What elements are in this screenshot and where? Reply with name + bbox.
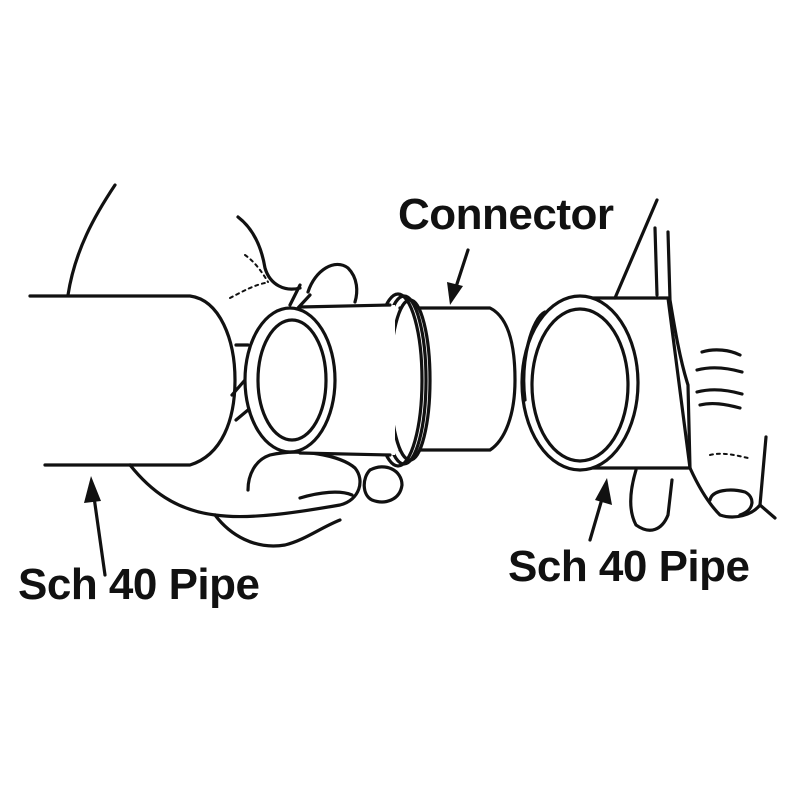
left-pipe-label: Sch 40 Pipe [18,560,260,609]
left-pipe [28,294,237,467]
right-pipe [520,294,692,472]
connector-label: Connector [398,190,614,239]
connector-arrow [447,248,470,305]
right-pipe-arrow [588,478,612,542]
left-arm-outline [66,183,117,297]
left-pipe-arrow [84,476,107,577]
right-pipe-label: Sch 40 Pipe [508,542,750,591]
connector [243,292,517,468]
right-hand [613,198,777,532]
